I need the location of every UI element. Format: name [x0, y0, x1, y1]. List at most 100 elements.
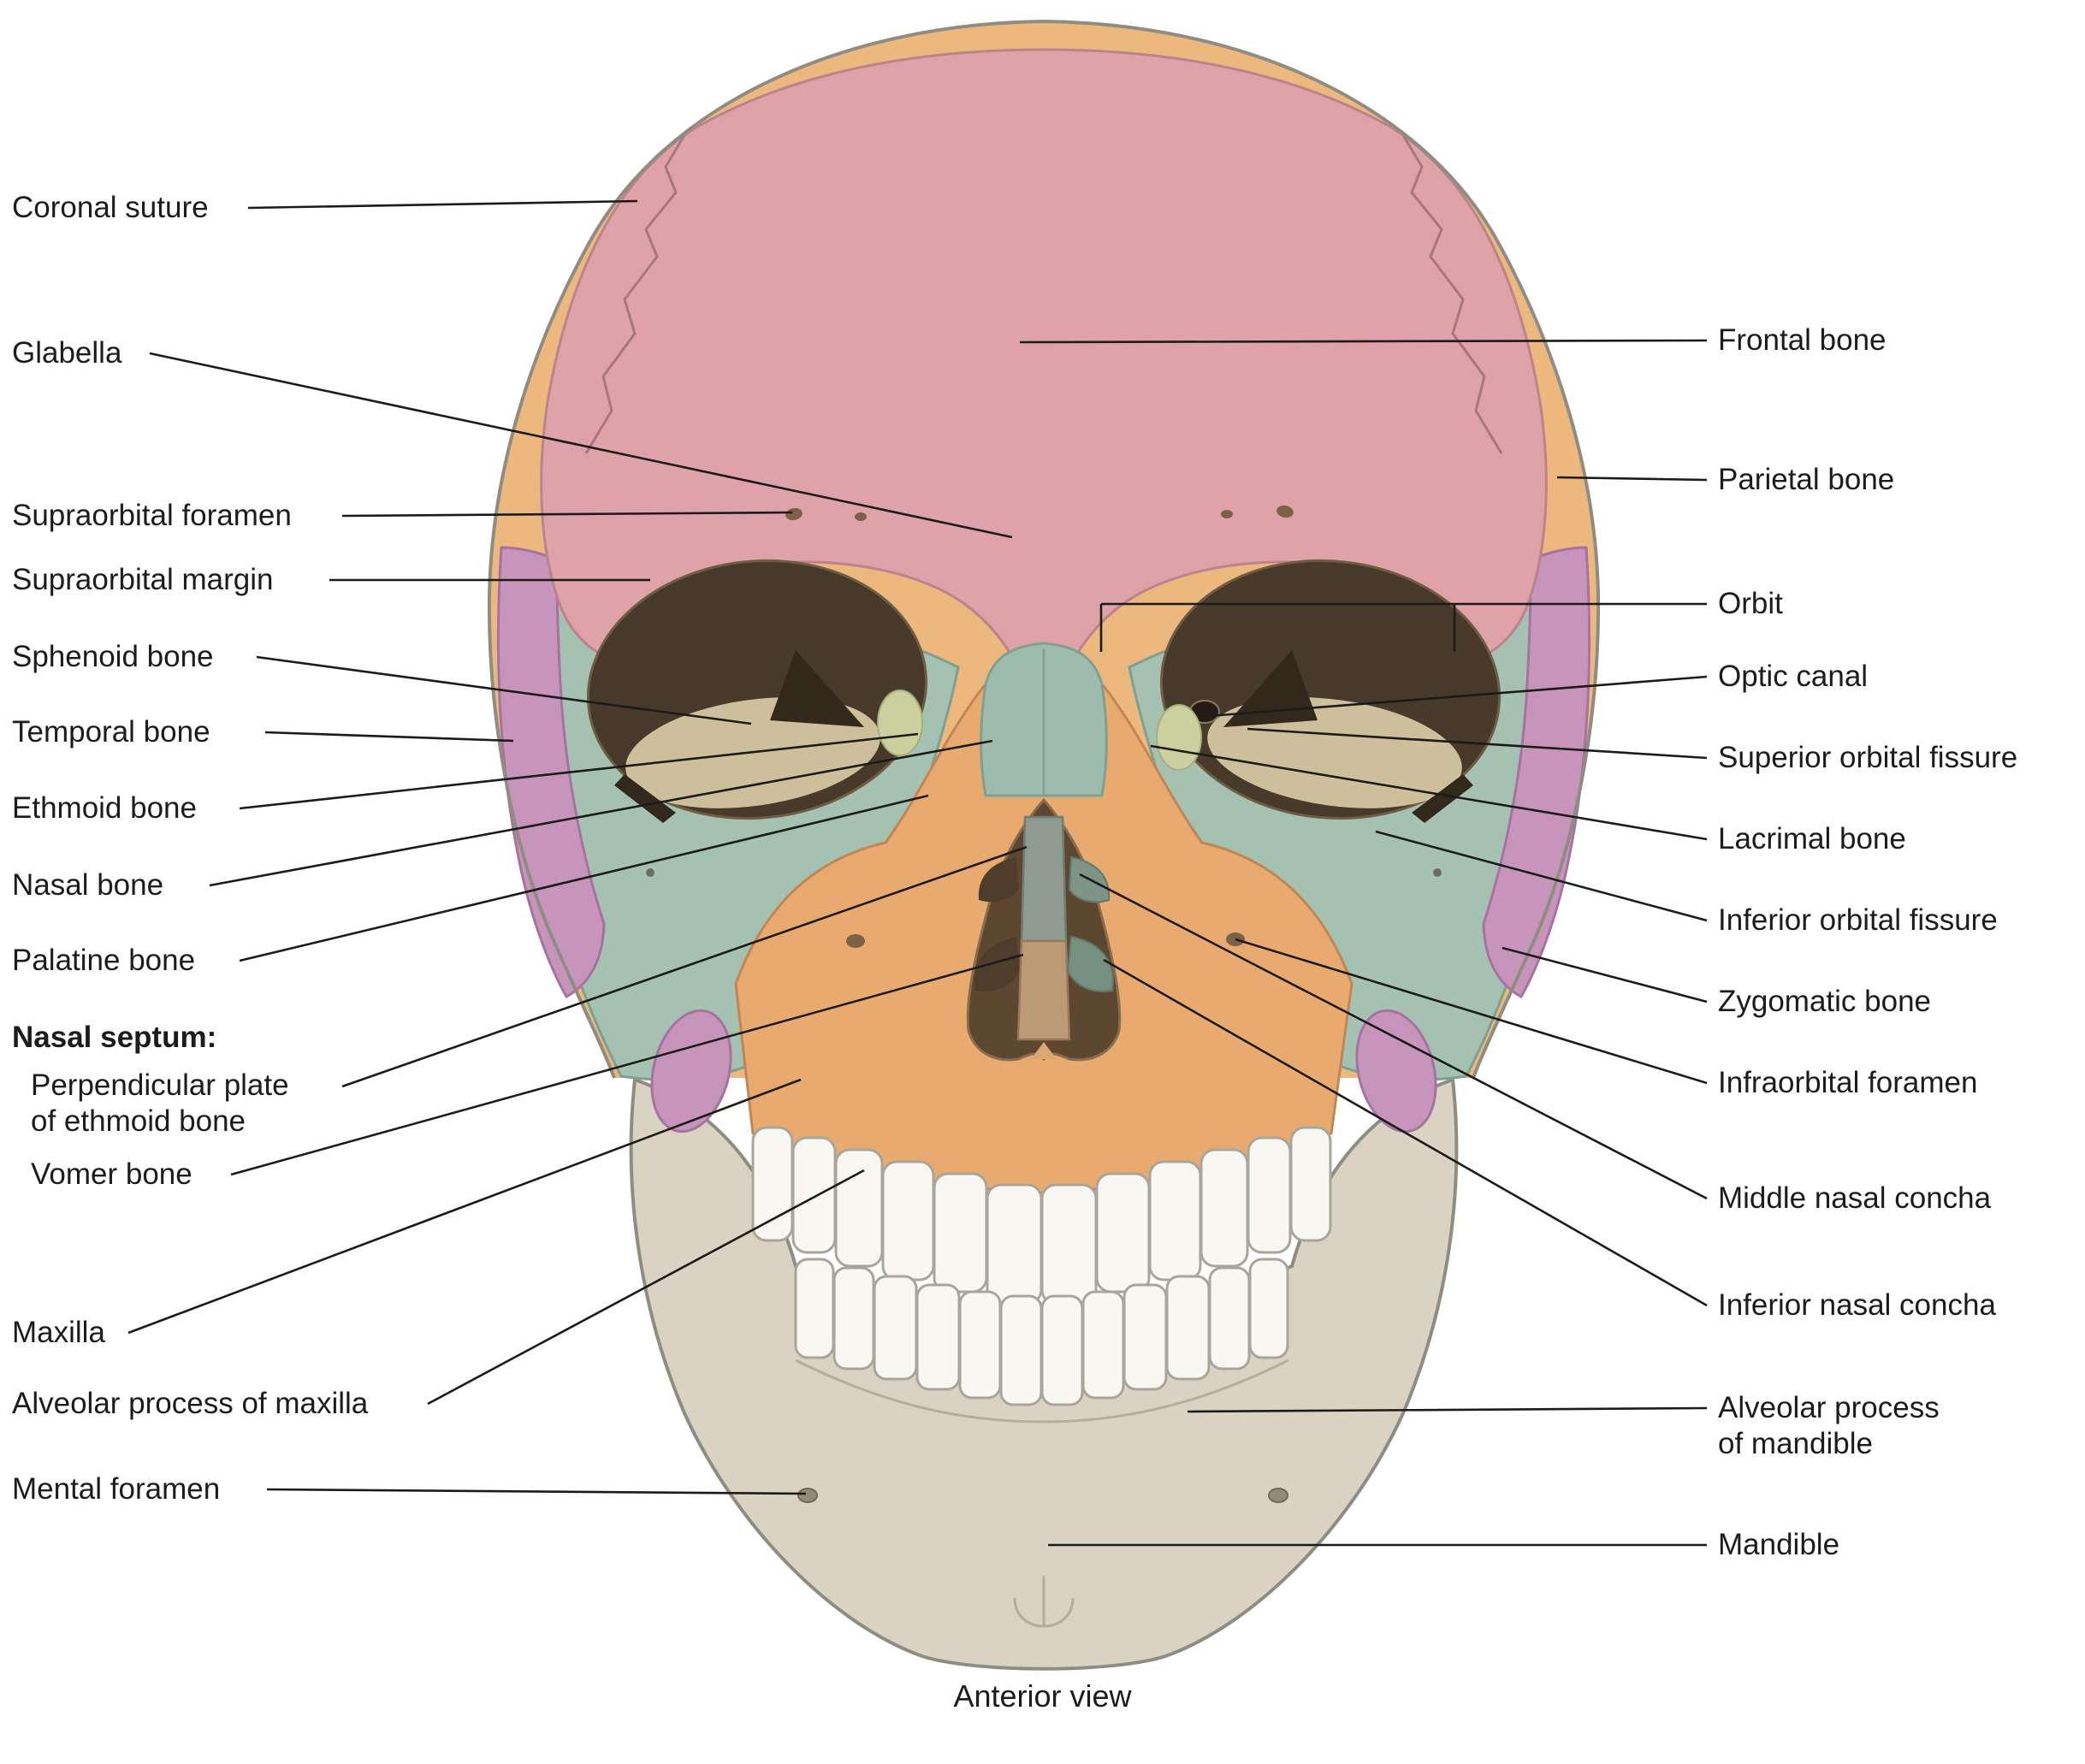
leader-supraorbital-foramen — [341, 511, 793, 518]
infraorbital-foramen-left — [846, 934, 865, 948]
tooth-upper — [1289, 1126, 1332, 1242]
tooth-upper — [1199, 1148, 1249, 1268]
tooth-lower — [1208, 1266, 1251, 1370]
leader-perpendicular-plate — [341, 845, 1028, 1088]
label-nasal-bone: Nasal bone — [12, 867, 163, 903]
leader-maxilla — [127, 1078, 802, 1335]
label-glabella: Glabella — [12, 335, 121, 371]
leader-infraorbital-foramen — [1235, 938, 1708, 1085]
label-text: Vomer bone — [31, 1157, 193, 1191]
anterior-nasal-spine — [1031, 1042, 1057, 1059]
label-text: Nasal septum: — [12, 1021, 217, 1054]
label-ethmoid-bone: Ethmoid bone — [12, 790, 197, 826]
tooth-lower — [1248, 1258, 1289, 1359]
supraorbital-foramen-left — [785, 507, 803, 521]
tooth-upper — [751, 1126, 794, 1242]
label-text: Superior orbital fissure — [1718, 741, 2018, 774]
tooth-lower — [1122, 1283, 1168, 1391]
skull-art — [487, 19, 1601, 1671]
label-text: Alveolar process of maxilla — [12, 1387, 369, 1420]
label-mental-foramen: Mental foramen — [12, 1471, 220, 1507]
leader-ethmoid-bone — [239, 732, 919, 810]
tooth-lower — [1165, 1275, 1211, 1381]
inferior-orbital-fissure-right — [1412, 774, 1473, 823]
label-superior-orbital-fissure: Superior orbital fissure — [1718, 740, 2017, 776]
coronal-suture-line-right — [1401, 134, 1503, 454]
tooth-lower — [915, 1283, 961, 1391]
label-palatine-bone: Palatine bone — [12, 943, 195, 979]
label-text: Lacrimal bone — [1718, 822, 1906, 855]
upper-teeth — [751, 1126, 1332, 1305]
label-text: Nasal bone — [12, 868, 164, 902]
label-text: Infraorbital foramen — [1718, 1066, 1978, 1099]
label-infraorbital-foramen: Infraorbital foramen — [1718, 1065, 1977, 1101]
skull-outline — [487, 19, 1601, 1079]
superior-orbital-fissure-right — [1223, 650, 1318, 727]
inferior-nasal-concha-shape — [1066, 935, 1114, 992]
tooth-lower — [873, 1275, 918, 1381]
label-middle-nasal-concha: Middle nasal concha — [1718, 1181, 1991, 1216]
tooth-lower — [1040, 1294, 1084, 1406]
label-text: Temporal bone — [12, 715, 210, 749]
label-frontal-bone: Frontal bone — [1718, 323, 1887, 358]
label-text: Glabella — [12, 336, 122, 370]
label-text: Optic canal — [1718, 660, 1869, 693]
lower-teeth — [794, 1258, 1289, 1406]
tooth-lower — [958, 1290, 1002, 1400]
zygomaticofacial-foramen-left — [646, 868, 655, 877]
tooth-upper — [986, 1183, 1043, 1305]
label-supraorbital-margin: Supraorbital margin — [12, 562, 273, 598]
tooth-lower — [1081, 1290, 1125, 1400]
temporal-lobe-right — [1355, 1009, 1437, 1134]
leader-frontal-bone — [1019, 339, 1708, 344]
label-orbit: Orbit — [1718, 586, 1783, 622]
label-optic-canal: Optic canal — [1718, 659, 1868, 695]
tooth-upper — [791, 1136, 837, 1254]
leader-alveolar-process-mandible — [1187, 1406, 1708, 1413]
leader-inferior-orbital-fissure — [1375, 830, 1708, 922]
leader-coronal-suture — [247, 199, 638, 210]
leader-orbit — [1099, 602, 1707, 652]
label-zygomatic-bone: Zygomatic bone — [1718, 984, 1931, 1020]
leader-alveolar-process-maxilla — [427, 1169, 865, 1406]
supraorbital-foramen-right — [1276, 505, 1294, 518]
tooth-upper — [933, 1172, 988, 1293]
label-text: Palatine bone — [12, 944, 196, 977]
label-inferior-nasal-concha: Inferior nasal concha — [1718, 1287, 1996, 1323]
label-vomer-bone: Vomer bone — [31, 1157, 193, 1193]
tooth-lower — [794, 1258, 835, 1359]
figure-caption: Anterior view — [953, 1678, 1132, 1714]
leader-inferior-nasal-concha — [1103, 958, 1708, 1307]
leader-nasal-bone — [209, 739, 993, 887]
label-text: Mandible — [1718, 1528, 1840, 1561]
orbit-right-floor — [1207, 697, 1462, 808]
label-maxilla: Maxilla — [12, 1315, 105, 1351]
perpendicular-plate-shape — [1020, 815, 1068, 943]
leader-zygomatic-bone — [1502, 946, 1708, 1003]
leader-palatine-bone — [239, 794, 929, 962]
label-text: Supraorbital margin — [12, 563, 274, 596]
leader-sphenoid-bone — [256, 655, 752, 725]
zygomaticofacial-foramen-right — [1433, 868, 1442, 877]
label-text: Parietal bone — [1718, 463, 1895, 496]
tooth-upper — [1148, 1160, 1202, 1282]
inferior-nasal-concha-shadow-left — [974, 937, 1020, 992]
label-text: of mandible — [1718, 1427, 1873, 1460]
label-nasal-septum-header: Nasal septum: — [12, 1020, 216, 1056]
inferior-orbital-fissure-left — [614, 774, 676, 823]
label-text: Inferior orbital fissure — [1718, 903, 1998, 937]
label-text: Alveolar process — [1718, 1391, 1940, 1424]
label-text: Supraorbital foramen — [12, 499, 292, 532]
label-inferior-orbital-fissure: Inferior orbital fissure — [1718, 903, 1998, 938]
lacrimal-bone-left — [877, 690, 923, 756]
leader-vomer-bone — [230, 953, 1024, 1176]
label-text: Coronal suture — [12, 191, 209, 224]
label-text: Perpendicular plate — [31, 1068, 289, 1102]
tooth-lower — [832, 1266, 875, 1370]
tooth-upper — [881, 1160, 935, 1282]
tooth-upper — [1247, 1136, 1292, 1254]
label-text: Maxilla — [12, 1316, 105, 1349]
